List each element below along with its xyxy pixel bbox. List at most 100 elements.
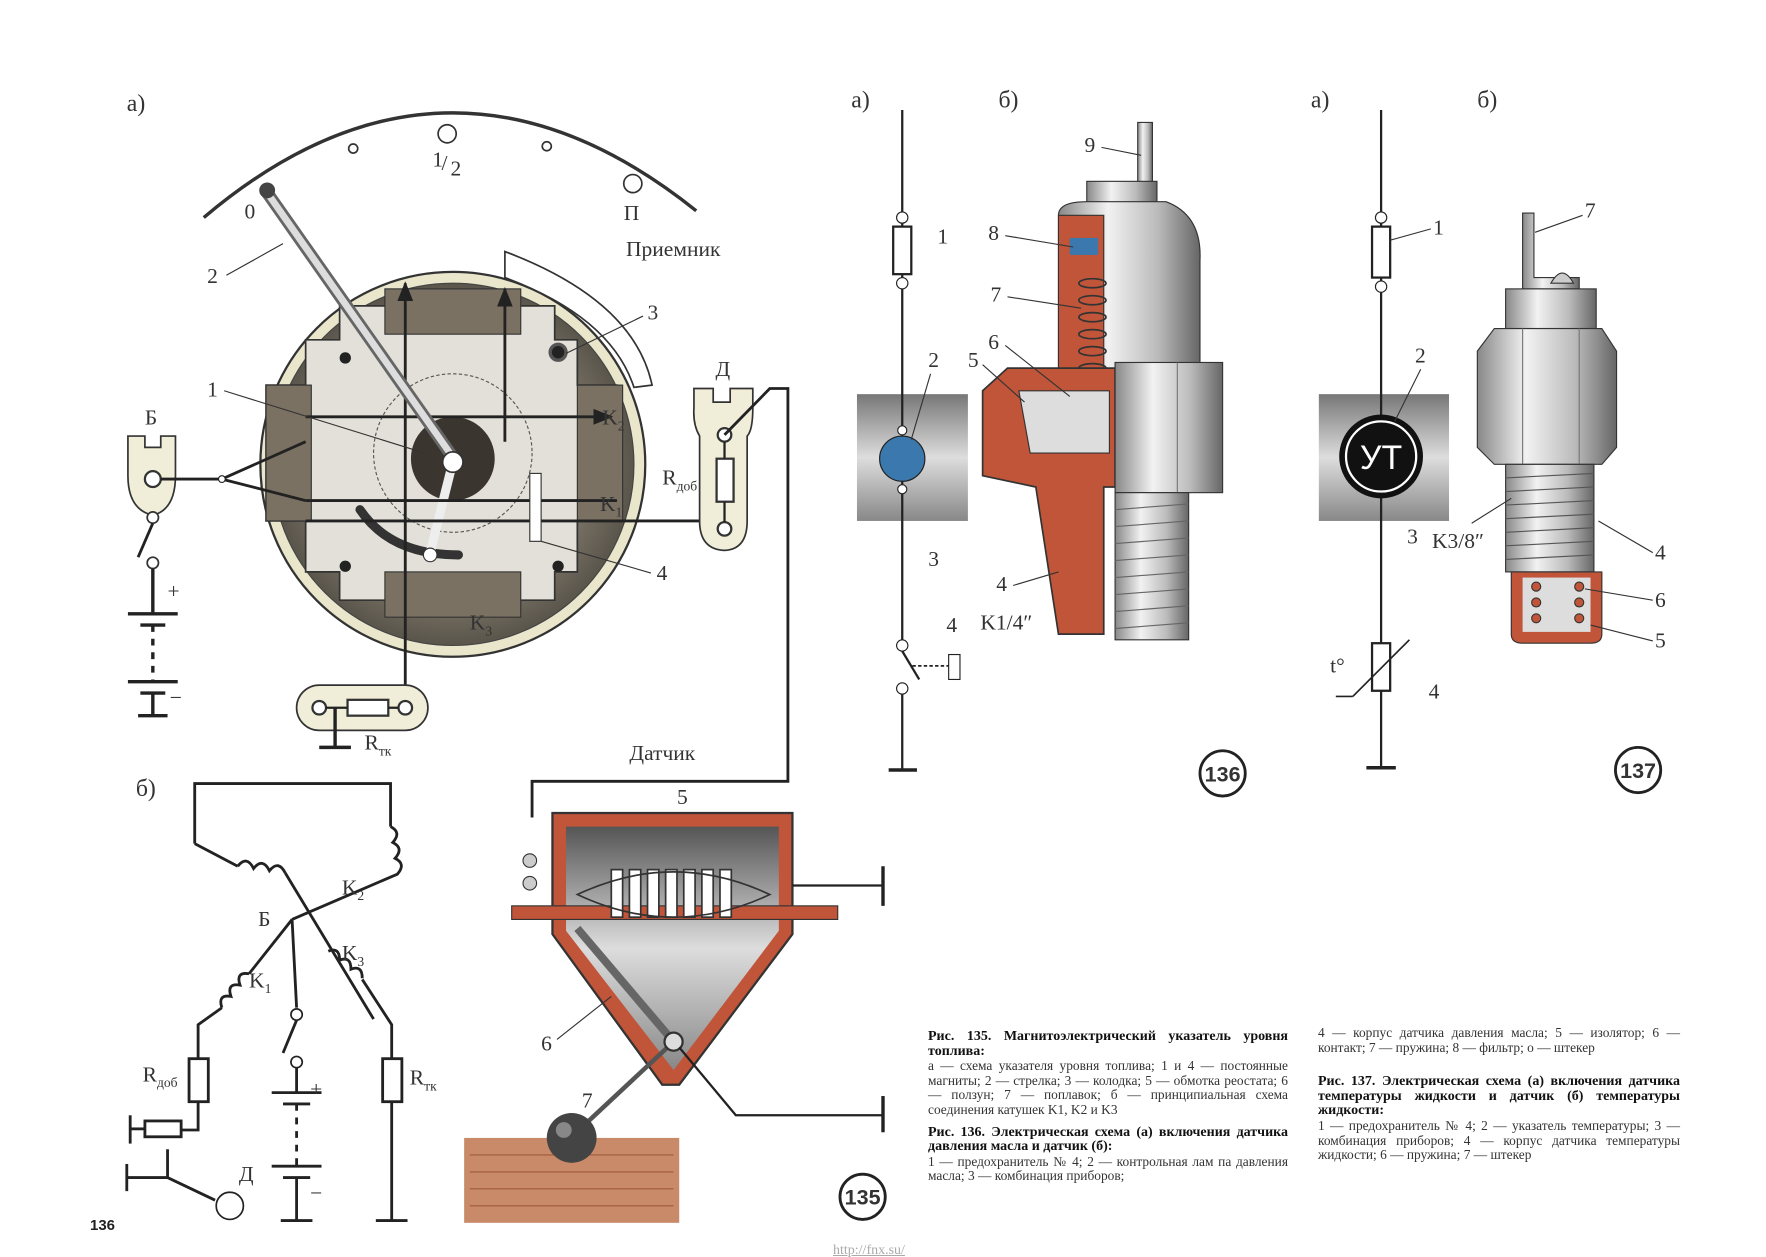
- callout-1: 1: [207, 377, 218, 401]
- r-dob-label: Rдоб: [662, 466, 697, 494]
- battery-plus: +: [168, 579, 180, 603]
- callout-4: 4: [657, 561, 668, 585]
- fig137a-temperature-circuit: а) УТ 1 2 3 t° 4: [1311, 88, 1450, 770]
- r-tk-label: Rтк: [365, 731, 392, 759]
- battery-minus: −: [170, 685, 182, 709]
- fig136-caption-title: Рис. 136. Электрическая схема (а) включе…: [928, 1124, 1288, 1155]
- pointer-tail: [425, 460, 458, 554]
- callout-3: 3: [928, 547, 939, 571]
- scale-mark: [347, 143, 359, 154]
- scale-mark-full: [622, 173, 643, 194]
- resistor-r-tk: [346, 698, 390, 717]
- page-number: 136: [90, 1217, 116, 1234]
- magnet-circle: [373, 373, 533, 533]
- scale-half-numerator: 1: [432, 148, 443, 172]
- fig137a-label: а): [1311, 88, 1329, 114]
- scale-half-denominator: 2: [451, 157, 462, 181]
- figure-number-135-text: 135: [845, 1186, 881, 1210]
- caption-left-column: Рис. 135. Магнитоэлектрический указатель…: [928, 1029, 1288, 1192]
- oil-pressure-lamp-2: [879, 435, 926, 482]
- callout-4: 4: [946, 613, 957, 637]
- coil-k2-label: K2: [602, 406, 625, 434]
- fig135b-label: б): [136, 776, 156, 802]
- spring-6: [1531, 581, 1585, 624]
- callout-5: 5: [968, 348, 979, 372]
- scale-zero-label: 0: [245, 200, 256, 224]
- ignition-switch: [136, 522, 155, 558]
- fig135-caption-body: а — схема указателя уровня топлива; 1 и …: [928, 1058, 1288, 1117]
- k2-label: K2: [342, 876, 365, 904]
- node-b-label: Б: [258, 907, 270, 931]
- callout-6: 6: [541, 1032, 552, 1056]
- sensor-d-label: Д: [239, 1162, 254, 1186]
- scale-mark-half: [437, 123, 458, 144]
- battery-plus-b: +: [310, 1077, 322, 1101]
- r-tk-label-b: Rтк: [410, 1066, 437, 1094]
- magnet-4: [355, 505, 464, 560]
- fuse-1: [1370, 225, 1392, 279]
- fig137b-label: б): [1477, 88, 1497, 114]
- callout-9: 9: [1085, 133, 1096, 157]
- k3-label: K3: [342, 941, 365, 969]
- coil-k-left: [265, 384, 312, 522]
- callout-6: 6: [1655, 588, 1666, 612]
- callout-3: 3: [1407, 525, 1418, 549]
- callout-8: 8: [988, 221, 999, 245]
- hex-nut: [1476, 327, 1618, 465]
- shoe-screw: [548, 342, 568, 362]
- source-url-link[interactable]: http://fnx.su/: [833, 1243, 905, 1257]
- callout-1: 1: [1433, 216, 1444, 240]
- fig135-caption-title: Рис. 135. Магнитоэлектрический указатель…: [928, 1029, 1288, 1059]
- plug-terminal-7: [1522, 212, 1580, 290]
- fig136-caption-body: 1 — предохранитель № 4; 2 — контрольная …: [928, 1153, 1288, 1184]
- r-dob-label-b: Rдоб: [143, 1062, 178, 1090]
- shoe-3: [504, 250, 654, 389]
- sensor-label: Датчик: [629, 741, 695, 765]
- float-arm: [587, 1040, 676, 1123]
- fig135b-labels: Б K2 K3 K1 Rдоб Rтк + − Д: [143, 876, 437, 1206]
- fig136a-oil-pressure-circuit: а) 1 2 3 4: [851, 88, 968, 772]
- temperature-gauge-2: [1339, 414, 1423, 499]
- coil-k3: [384, 571, 522, 618]
- coil-k2-k1: [576, 384, 624, 522]
- filter-8: [1069, 237, 1099, 255]
- scale-half-slash: /: [441, 151, 447, 175]
- callout-4b: 4: [1655, 540, 1666, 564]
- sensor-wire: [530, 387, 790, 818]
- battery-minus-b: −: [310, 1181, 322, 1205]
- fuse-1: [892, 225, 913, 276]
- fig137-caption-body: 1 — предохранитель № 4; 2 — указатель те…: [1318, 1117, 1680, 1163]
- callout-2: 2: [1415, 343, 1426, 367]
- temperature-label: t°: [1330, 654, 1345, 678]
- sensor-d-symbol: [215, 1191, 245, 1221]
- hex-nut: [1114, 361, 1224, 494]
- fig136b-label: б): [998, 88, 1018, 114]
- resistor-r-dob: [715, 457, 735, 503]
- figure-number-137: [1614, 745, 1663, 795]
- terminal-b-label: Б: [145, 406, 157, 430]
- fig135a-receiver-diagram: а) 0 1 / 2 П Приемник: [127, 91, 887, 1223]
- callout-7: 7: [1585, 199, 1596, 223]
- gauge-text: УТ: [1360, 439, 1402, 477]
- scale-mark: [541, 140, 553, 152]
- slider-6: [574, 925, 677, 1045]
- callout-1: 1: [937, 225, 948, 249]
- callout-3: 3: [648, 300, 659, 324]
- figure-number-135: [838, 1172, 887, 1221]
- callout-5: 5: [677, 785, 688, 809]
- callout-4b: 4: [996, 572, 1007, 596]
- fuel-scale-arc: [202, 111, 698, 219]
- terminal-d-label: Д: [715, 357, 730, 381]
- caption-right-column: 4 — корпус датчика давления масла; 5 — и…: [1318, 1025, 1680, 1171]
- fig136-caption-body-continued: 4 — корпус датчика давления масла; 5 — и…: [1318, 1025, 1680, 1055]
- fig136a-label: а): [851, 88, 869, 114]
- callout-5: 5: [1655, 629, 1666, 653]
- battery-icon: [127, 568, 178, 718]
- figure-number-136: [1198, 749, 1247, 798]
- rheostat-winding-5: [610, 868, 733, 919]
- figure-number-136-text: 136: [1205, 762, 1241, 786]
- fig137-caption-title: Рис. 137. Электрическая схема (а) включе…: [1318, 1074, 1680, 1119]
- k1-label: K1: [249, 968, 271, 996]
